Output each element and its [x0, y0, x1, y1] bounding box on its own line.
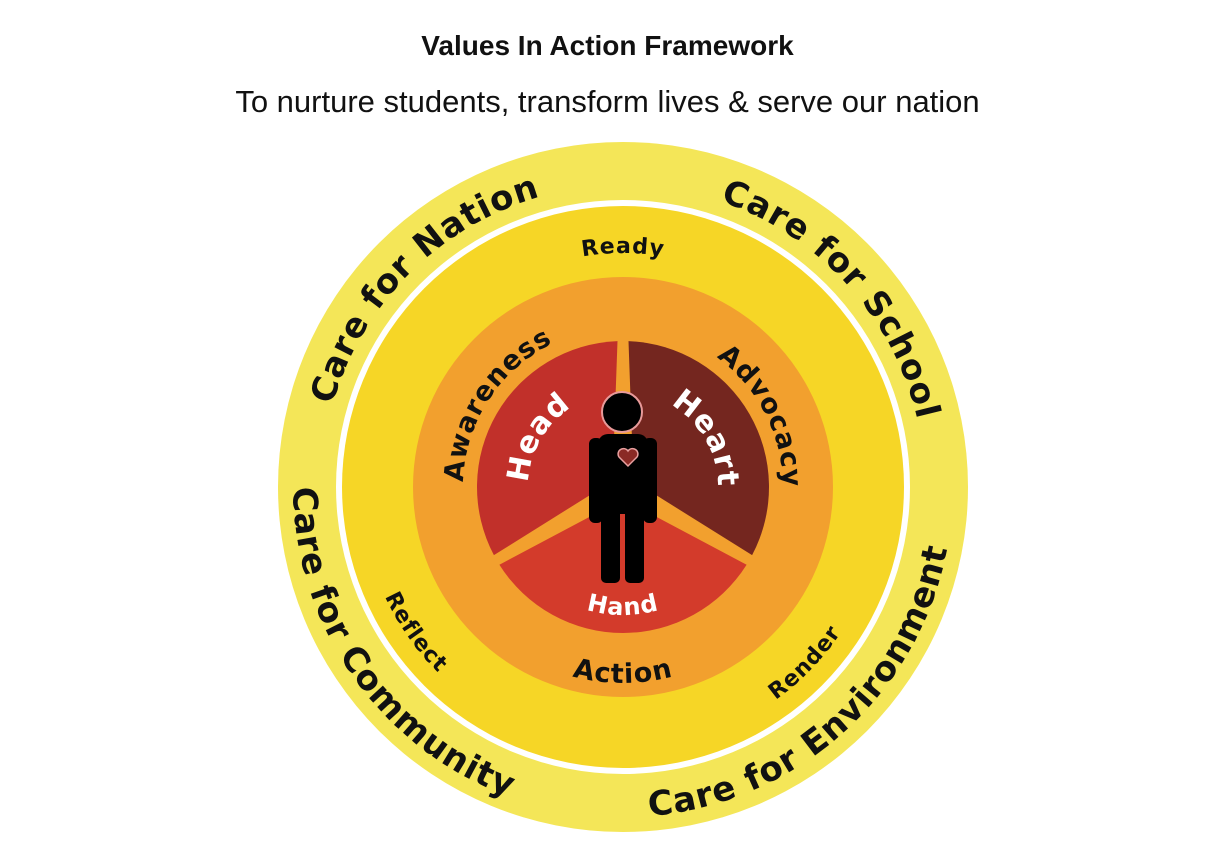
diagram-subtitle: To nurture students, transform lives & s… [235, 84, 980, 119]
heart-icon [617, 447, 639, 468]
diagram-title: Values In Action Framework [421, 30, 794, 61]
label-hand: Hand [585, 588, 661, 621]
label-action: Action [571, 653, 676, 690]
person-icon [589, 391, 657, 583]
hand-sector [499, 499, 747, 633]
heart-sector [628, 341, 769, 556]
label-ready: Ready [580, 234, 667, 262]
head-sector [476, 341, 618, 556]
